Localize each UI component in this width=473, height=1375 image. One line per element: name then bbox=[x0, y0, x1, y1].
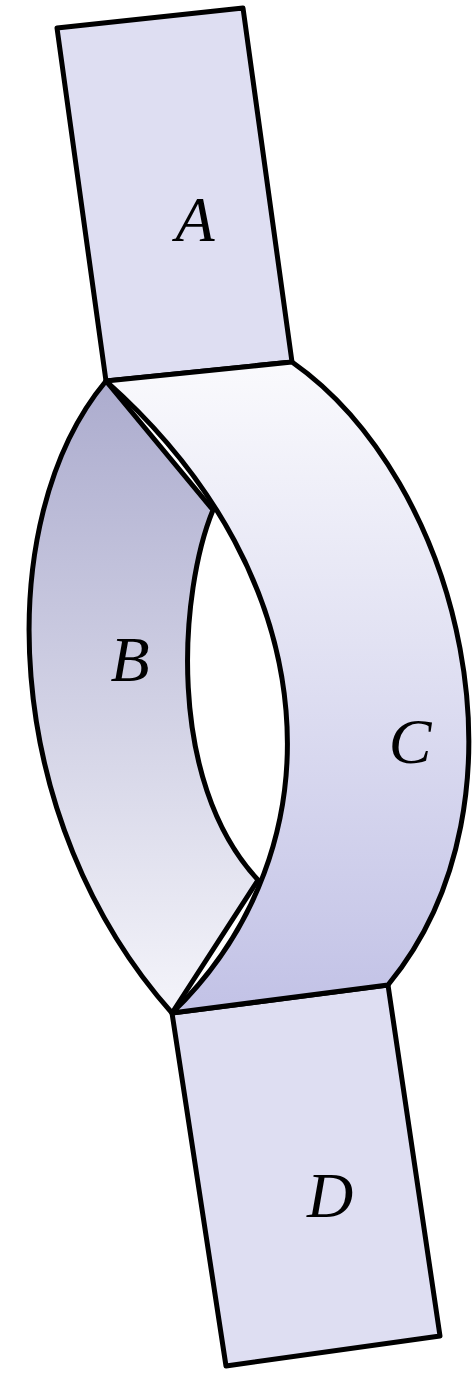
strip-a bbox=[57, 8, 292, 381]
band-c bbox=[106, 362, 469, 1013]
part-name: D bbox=[307, 1164, 353, 1228]
part-name: C bbox=[389, 710, 432, 774]
part-name: B bbox=[110, 628, 149, 692]
strip-d bbox=[172, 985, 440, 1366]
part-name: A bbox=[175, 188, 214, 252]
